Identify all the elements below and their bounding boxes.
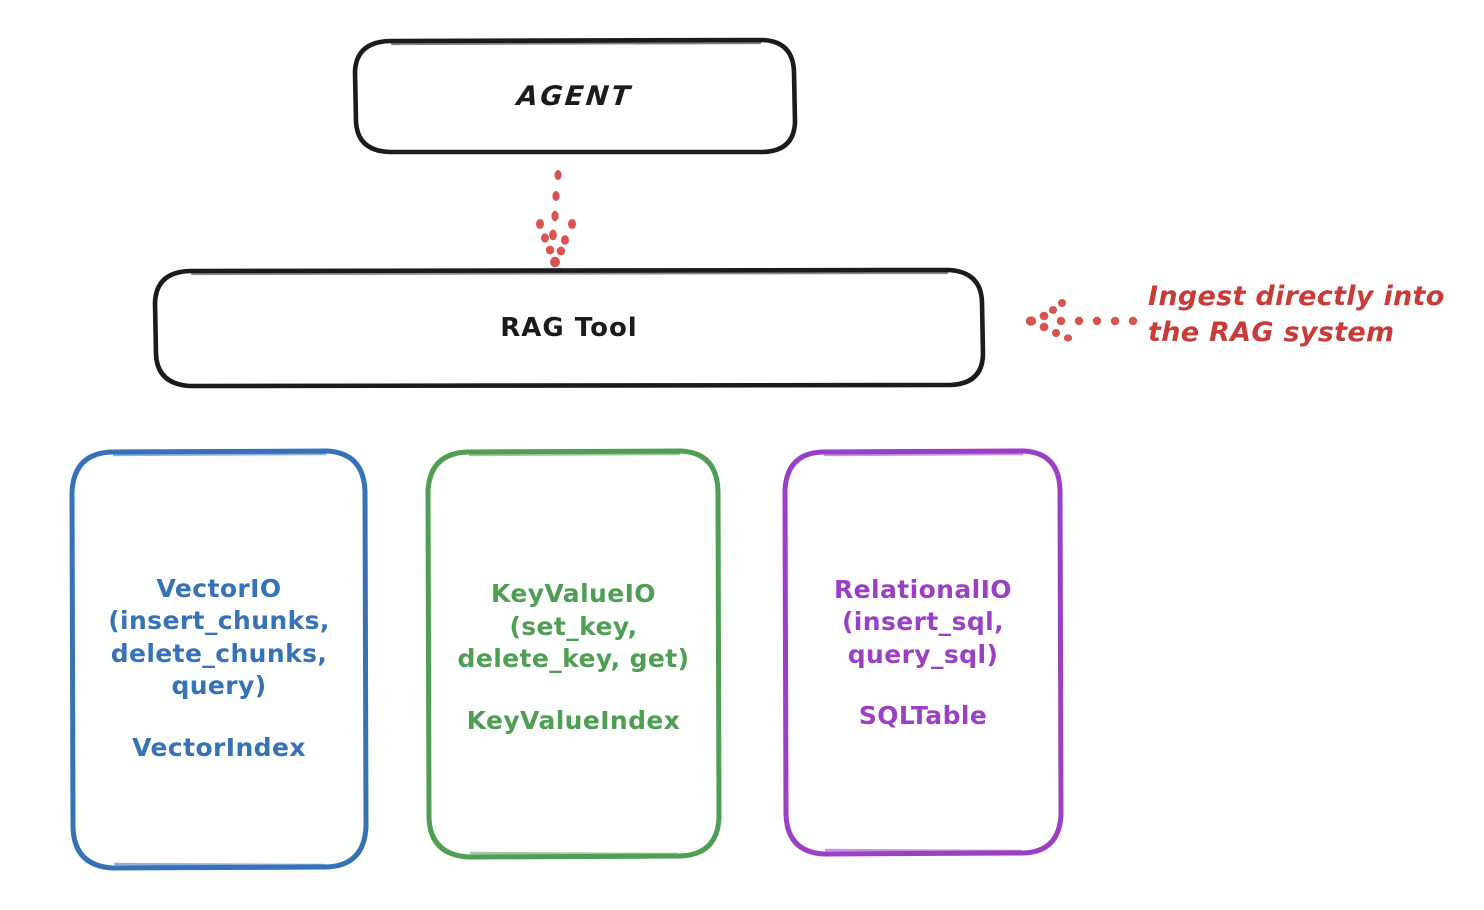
sql-table-label: SQLTable <box>858 701 988 731</box>
rag-tool-node[interactable]: RAG Tool <box>155 270 983 386</box>
relational-io-api-label: RelationalIO (insert_sql, query_sql) <box>834 574 1012 669</box>
vector-io-card[interactable]: VectorIO (insert_chunks, delete_chunks, … <box>72 450 366 868</box>
vector-index-label: VectorIndex <box>132 732 306 762</box>
agent-to-rag-tool-arrow <box>536 170 576 268</box>
agent-node[interactable]: AGENT <box>355 40 795 153</box>
keyvalue-index-label: KeyValueIndex <box>466 705 681 735</box>
keyvalue-io-api-label: KeyValueIO (set_key, delete_key, get) <box>457 579 690 674</box>
vector-io-api-label: VectorIO (insert_chunks, delete_chunks, … <box>108 573 330 701</box>
agent-label: AGENT <box>515 81 635 112</box>
keyvalue-io-card[interactable]: KeyValueIO (set_key, delete_key, get) Ke… <box>428 450 719 857</box>
ingest-annotation-text: Ingest directly into the RAG system <box>1148 281 1445 349</box>
rag-tool-label: RAG Tool <box>500 313 638 343</box>
relational-io-card[interactable]: RelationalIO (insert_sql, query_sql) SQL… <box>785 450 1061 854</box>
ingest-to-rag-tool-arrow <box>1025 299 1138 342</box>
